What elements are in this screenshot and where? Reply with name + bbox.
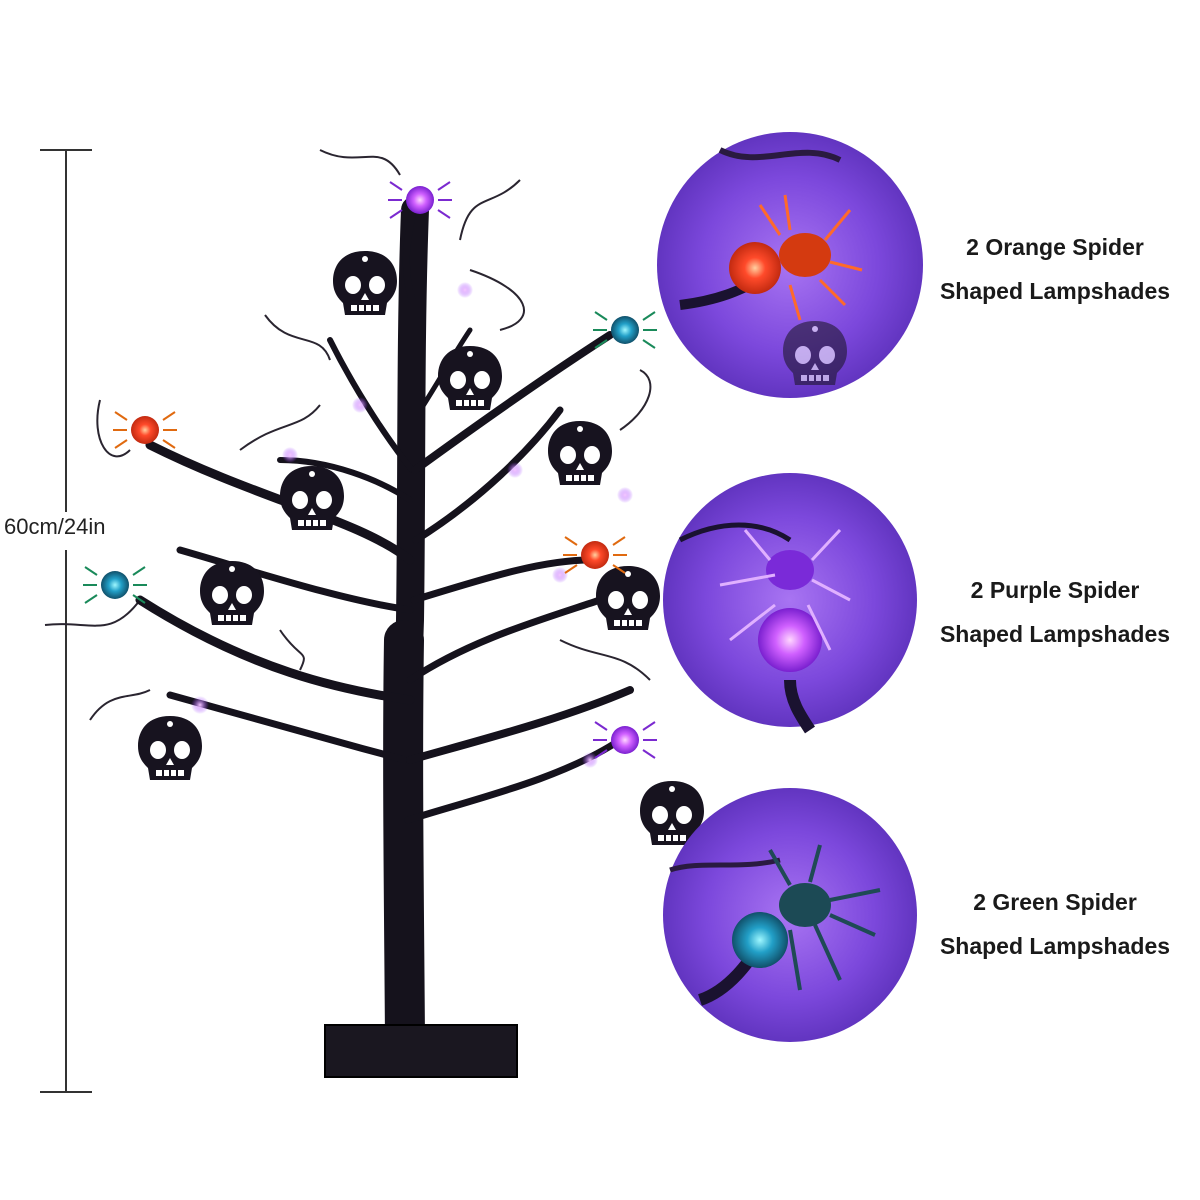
callout-green-spider: 2 Green Spider Shaped Lampshades	[905, 880, 1200, 968]
green-spider-closeup	[663, 788, 917, 1042]
height-label: 60cm/24in	[4, 514, 154, 540]
spider-lamps	[83, 181, 657, 759]
wire-strands	[44, 149, 652, 721]
callout-title: 2 Purple Spider	[970, 577, 1140, 603]
purple-spider-closeup	[663, 473, 917, 734]
callout-title: 2 Orange Spider	[966, 234, 1144, 260]
tree-base	[324, 1024, 518, 1078]
callout-purple-spider: 2 Purple Spider Shaped Lampshades	[905, 568, 1200, 656]
led-lights	[191, 282, 633, 768]
callout-orange-spider: 2 Orange Spider Shaped Lampshades	[905, 225, 1200, 313]
callout-subtitle: Shaped Lampshades	[939, 933, 1171, 959]
callout-title: 2 Green Spider	[973, 889, 1137, 915]
callout-subtitle: Shaped Lampshades	[939, 621, 1171, 647]
orange-spider-closeup	[657, 132, 923, 398]
height-dimension-line	[40, 149, 92, 1093]
callout-subtitle: Shaped Lampshades	[939, 278, 1171, 304]
